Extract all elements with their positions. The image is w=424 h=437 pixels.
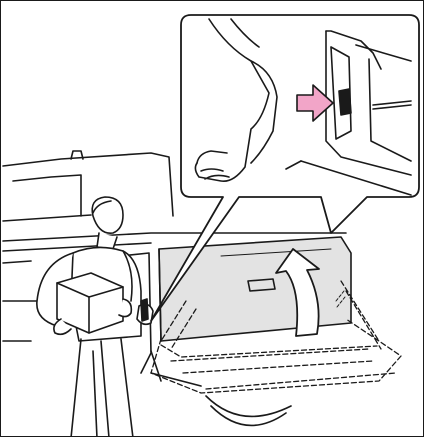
tailgate-closed [159,237,351,341]
person-figure [37,197,153,437]
latch-handle [141,299,148,321]
